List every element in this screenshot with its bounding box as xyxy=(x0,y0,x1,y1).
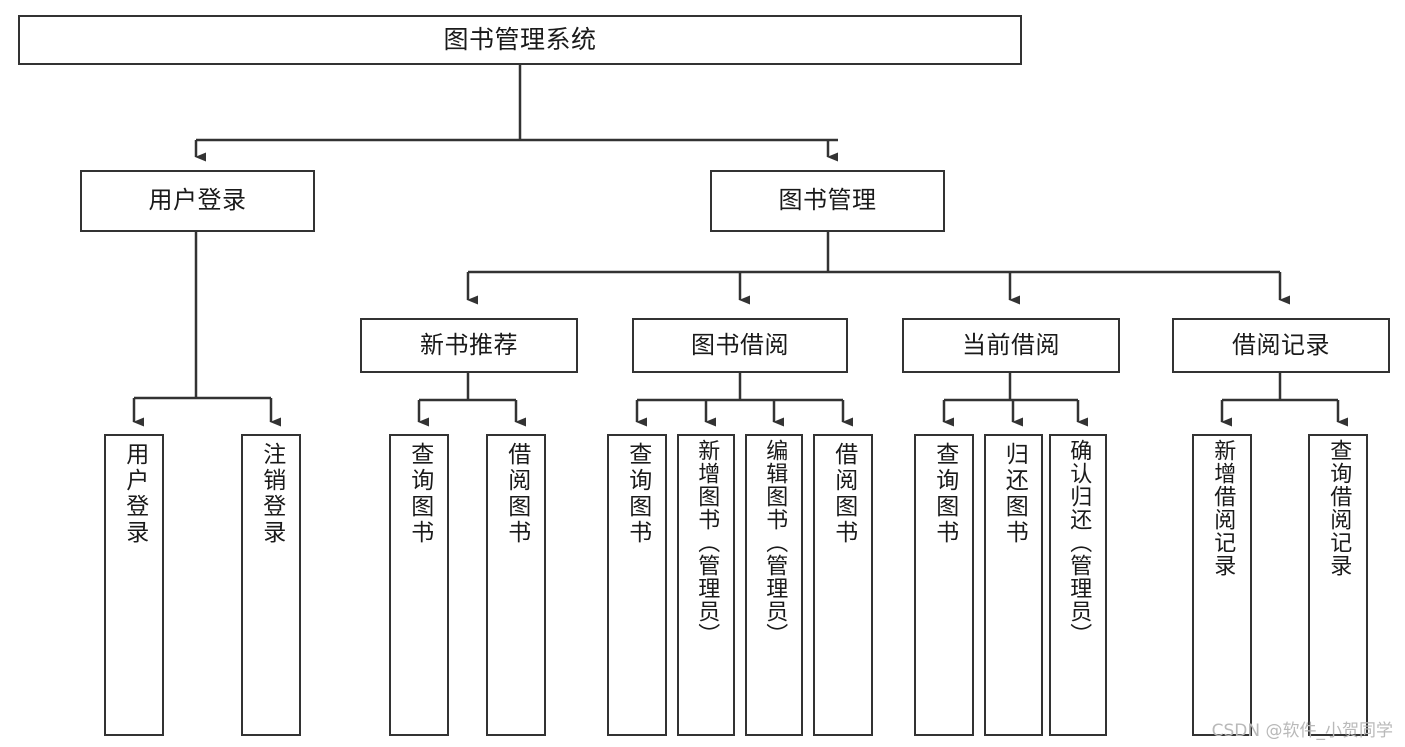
node-leaf-add-book-admin[interactable]: 新增图书（管理员） xyxy=(677,434,735,736)
node-label: 注销登录 xyxy=(258,442,285,546)
node-leaf-query-book-recommend[interactable]: 查询图书 xyxy=(389,434,449,736)
node-label: 借阅图书 xyxy=(830,442,857,546)
node-label: 查询图书 xyxy=(624,442,651,546)
node-label: 新增借阅记录 xyxy=(1210,439,1236,577)
node-leaf-borrow-book-recommend[interactable]: 借阅图书 xyxy=(486,434,546,736)
node-label: 新增图书（管理员） xyxy=(694,439,720,646)
node-leaf-edit-book-admin[interactable]: 编辑图书（管理员） xyxy=(745,434,803,736)
node-new-book-recommend[interactable]: 新书推荐 xyxy=(360,318,578,373)
node-label: 借阅记录 xyxy=(1232,330,1330,359)
node-label: 归还图书 xyxy=(1001,442,1028,546)
node-leaf-query-book-borrow[interactable]: 查询图书 xyxy=(607,434,667,736)
node-label: 图书管理 xyxy=(778,186,877,215)
node-label: 查询图书 xyxy=(406,442,433,546)
node-book-management[interactable]: 图书管理 xyxy=(710,170,945,232)
node-label: 查询借阅记录 xyxy=(1326,439,1352,577)
node-leaf-return-book[interactable]: 归还图书 xyxy=(984,434,1043,736)
node-label: 图书借阅 xyxy=(691,330,789,359)
node-leaf-query-borrow-record[interactable]: 查询借阅记录 xyxy=(1308,434,1368,736)
node-label: 用户登录 xyxy=(121,442,148,546)
node-label: 当前借阅 xyxy=(962,330,1060,359)
node-label: 新书推荐 xyxy=(420,330,518,359)
node-borrow-record[interactable]: 借阅记录 xyxy=(1172,318,1390,373)
node-user-login[interactable]: 用户登录 xyxy=(80,170,315,232)
node-label: 图书管理系统 xyxy=(443,24,597,54)
node-leaf-query-book-current[interactable]: 查询图书 xyxy=(914,434,974,736)
node-leaf-logout-login[interactable]: 注销登录 xyxy=(241,434,301,736)
node-label: 用户登录 xyxy=(148,186,247,215)
node-leaf-confirm-return-admin[interactable]: 确认归还（管理员） xyxy=(1049,434,1107,736)
node-root-book-management-system[interactable]: 图书管理系统 xyxy=(18,15,1022,65)
node-current-borrow[interactable]: 当前借阅 xyxy=(902,318,1120,373)
node-book-borrow[interactable]: 图书借阅 xyxy=(632,318,848,373)
node-label: 借阅图书 xyxy=(503,442,530,546)
node-leaf-add-borrow-record[interactable]: 新增借阅记录 xyxy=(1192,434,1252,736)
node-label: 查询图书 xyxy=(931,442,958,546)
node-label: 确认归还（管理员） xyxy=(1066,439,1092,646)
node-leaf-borrow-book-borrow[interactable]: 借阅图书 xyxy=(813,434,873,736)
node-label: 编辑图书（管理员） xyxy=(762,439,788,646)
watermark: CSDN @软件_小贺同学 xyxy=(1211,721,1393,741)
node-leaf-user-login[interactable]: 用户登录 xyxy=(104,434,164,736)
